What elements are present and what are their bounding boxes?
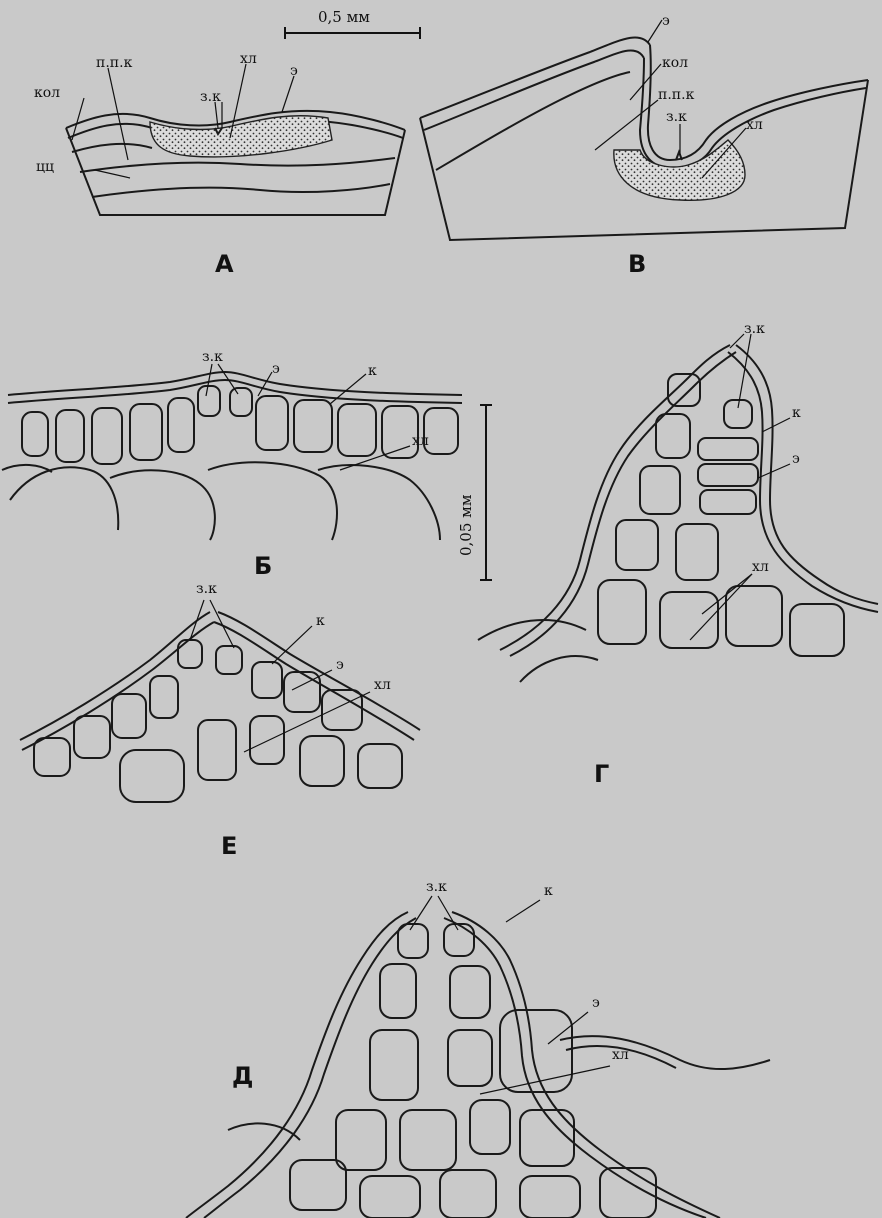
label-bcyr-e: э [272, 362, 280, 376]
label-a-zk: з.к [200, 90, 221, 104]
label-bcyr-hl: хл [412, 434, 429, 448]
label-g-k: к [792, 406, 801, 420]
label-g-e: э [792, 452, 800, 466]
panel-letter-g: Г [594, 762, 609, 786]
label-e-hl: хл [374, 678, 391, 692]
panel-letter-a: А [215, 252, 234, 276]
panel-b-drawing [420, 20, 868, 240]
label-d-k: к [544, 884, 553, 898]
panel-letter-d: Д [232, 1064, 253, 1088]
panel-e-drawing [20, 600, 420, 802]
label-g-hl: хл [752, 560, 769, 574]
label-d-hl: хл [612, 1048, 629, 1062]
panel-b-cyr-drawing [2, 364, 462, 540]
panel-a-drawing [66, 64, 405, 215]
label-bcyr-zk: з.к [202, 350, 223, 364]
label-b-ppk: п.п.к [658, 88, 694, 102]
label-e-zk: з.к [196, 582, 217, 596]
label-b-hl: хл [746, 118, 763, 132]
label-b-e: э [662, 14, 670, 28]
label-b-kol: кол [662, 56, 688, 70]
panel-letter-b: В [628, 252, 646, 276]
label-a-e: э [290, 64, 298, 78]
panel-g-drawing [478, 334, 878, 682]
label-a-hl: хл [240, 52, 257, 66]
label-d-zk: з.к [426, 880, 447, 894]
panel-d-drawing [186, 896, 770, 1218]
scale-label-mid: 0,05 мм [457, 494, 475, 556]
label-g-zk: з.к [744, 322, 765, 336]
label-e-k: к [316, 614, 325, 628]
label-b-zk: з.к [666, 110, 687, 124]
scale-label-top: 0,5 мм [318, 8, 370, 26]
label-a-cc: цц [36, 160, 54, 174]
scale-bar-mid [480, 405, 492, 580]
scale-bar-top [285, 27, 420, 39]
label-d-e: э [592, 996, 600, 1010]
label-e-e: э [336, 658, 344, 672]
label-bcyr-k: к [368, 364, 377, 378]
panel-letter-b-cyr: Б [254, 554, 272, 578]
panel-letter-e: Е [221, 834, 237, 858]
label-a-kol: кол [34, 86, 60, 100]
label-a-ppk: п.п.к [96, 56, 132, 70]
